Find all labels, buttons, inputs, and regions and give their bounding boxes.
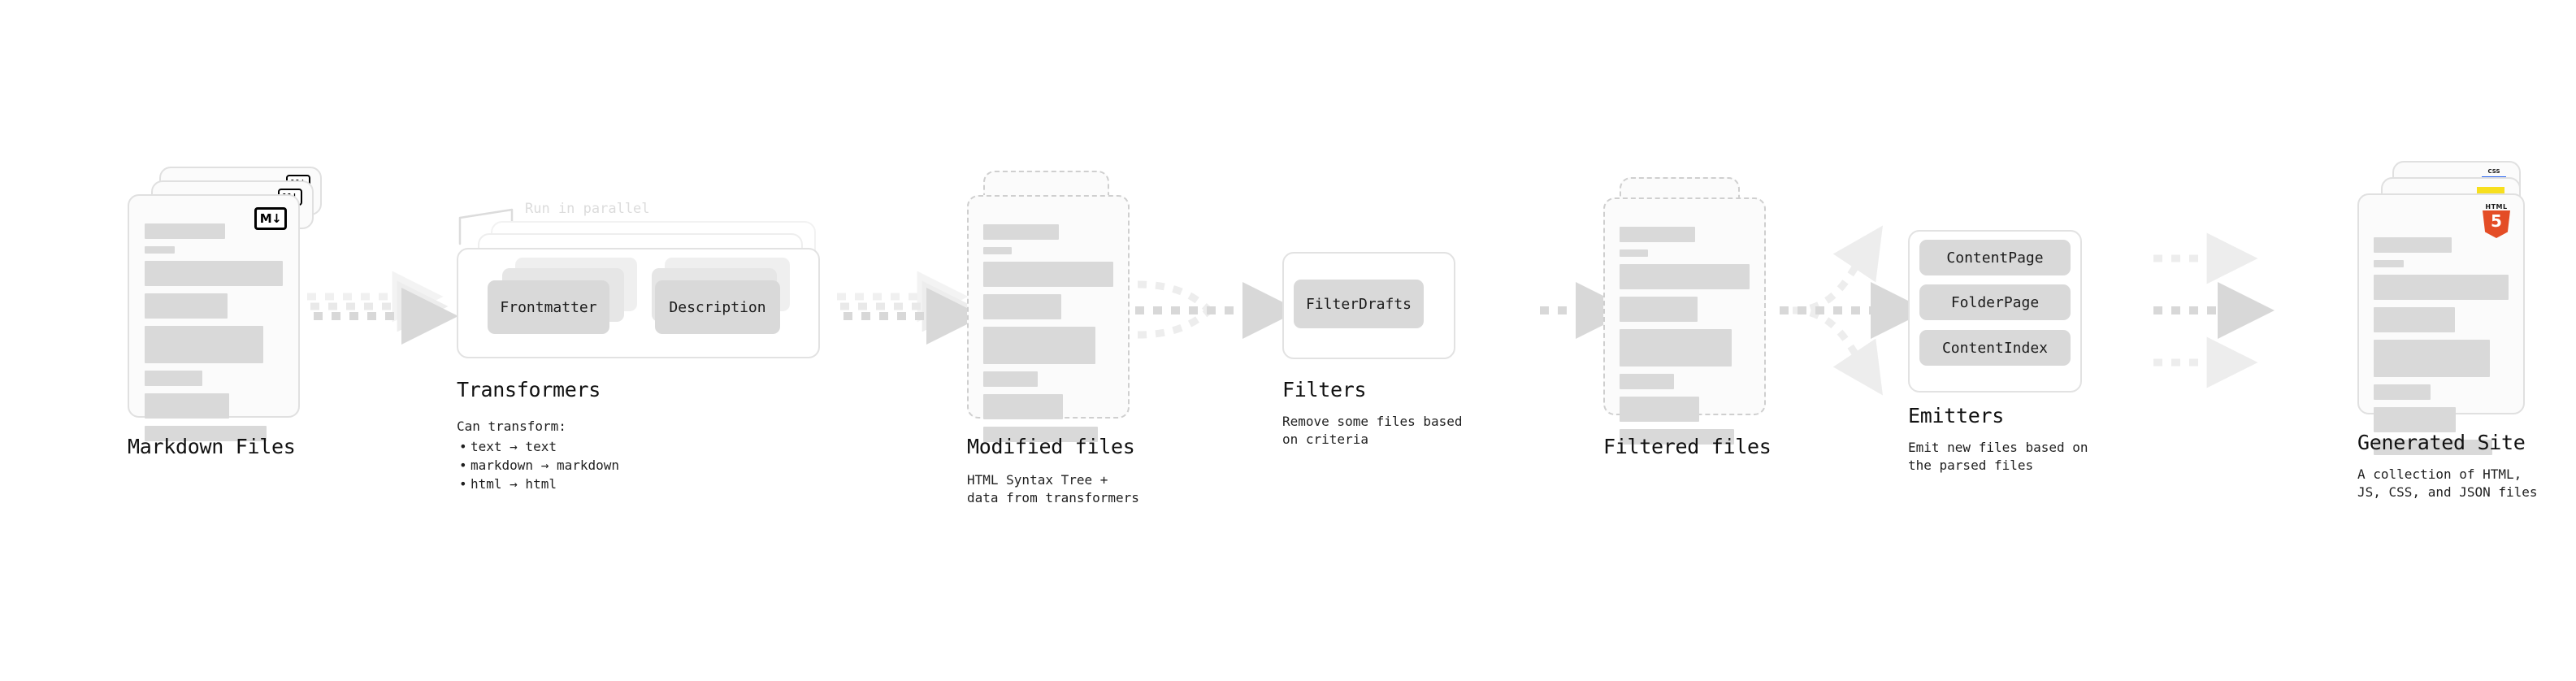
plugin-chip-contentpage[interactable]: ContentPage: [1919, 240, 2071, 275]
content-line: [2374, 275, 2509, 300]
filters-title: Filters: [1282, 378, 1367, 401]
content-line: [144, 223, 225, 239]
content-line: [2374, 340, 2490, 377]
arrow-emitters-to-site: [2153, 232, 2275, 388]
modified-files-title: Modified files: [967, 435, 1135, 458]
arrow-modified-to-filters: [1135, 280, 1299, 339]
file-content-lines: [144, 223, 284, 441]
modified-files-description: HTML Syntax Tree + data from transformer…: [967, 472, 1139, 505]
plugin-chip-description[interactable]: Description: [655, 280, 780, 334]
content-line: [982, 427, 1099, 442]
content-line: [2374, 440, 2492, 455]
arrow-markdown-to-transformers: [307, 271, 458, 345]
content-line: [2374, 384, 2431, 400]
content-line: [982, 394, 1063, 419]
plugin-chip-frontmatter[interactable]: Frontmatter: [488, 280, 609, 334]
generated-file-card-html: HTML 5: [2357, 193, 2525, 455]
content-line: [982, 247, 1012, 254]
content-line: [144, 393, 229, 419]
transformers-title: Transformers: [457, 378, 601, 401]
markdown-files-title: Markdown Files: [128, 435, 296, 458]
content-line: [982, 327, 1095, 364]
list-item: markdown → markdown: [459, 456, 619, 475]
html5-icon: HTML 5: [2481, 203, 2512, 239]
transformers-bullet-list: text → text markdown → markdown html → h…: [457, 437, 619, 493]
content-line: [1619, 329, 1732, 367]
content-line: [1619, 249, 1648, 257]
filtered-files-title: Filtered files: [1603, 435, 1772, 458]
run-in-parallel-label: Run in parallel: [525, 201, 650, 217]
filtered-file-card-front: [1603, 197, 1766, 445]
html5-badge-shield: 5: [2483, 210, 2510, 238]
content-line: [1619, 429, 1735, 445]
generated-site-description: A collection of HTML, JS, CSS, and JSON …: [2357, 466, 2538, 500]
arrow-filtered-to-emitters: [1780, 225, 1928, 396]
plugin-chip-filterdrafts[interactable]: FilterDrafts: [1294, 280, 1424, 328]
content-line: [1619, 264, 1750, 289]
content-line: [1619, 397, 1699, 422]
markdown-icon: M↓: [254, 207, 287, 230]
filters-description: Remove some files based on criteria: [1282, 414, 1463, 447]
transformers-bullets-head: Can transform:: [457, 419, 566, 434]
content-line: [1619, 297, 1698, 322]
content-line: [2374, 237, 2452, 253]
plugin-chip-folderpage[interactable]: FolderPage: [1919, 284, 2071, 320]
content-line: [2374, 407, 2457, 432]
content-line: [982, 224, 1059, 240]
file-content-lines: [2374, 237, 2509, 455]
content-line: [2374, 260, 2404, 267]
content-line: [144, 293, 228, 319]
content-line: [1619, 374, 1675, 389]
file-content-lines: [982, 224, 1114, 442]
emitters-title: Emitters: [1908, 404, 2005, 427]
modified-file-card-front: [967, 195, 1130, 442]
content-line: [982, 371, 1039, 387]
markdown-file-card-front: M↓: [128, 194, 300, 441]
css-badge-label: CSS: [2487, 168, 2500, 175]
plugin-chip-contentindex[interactable]: ContentIndex: [1919, 330, 2071, 366]
emitters-description: Emit new files based on the parsed files: [1908, 440, 2088, 473]
content-line: [982, 294, 1062, 319]
content-line: [144, 326, 264, 363]
arrow-transformers-to-modified: [837, 271, 983, 345]
content-line: [144, 426, 267, 441]
content-line: [144, 246, 176, 254]
list-item: html → html: [459, 475, 619, 493]
content-line: [1619, 227, 1695, 242]
content-line: [982, 262, 1114, 287]
list-item: text → text: [459, 437, 619, 456]
generated-site-title: Generated Site: [2357, 431, 2526, 454]
content-line: [144, 371, 203, 386]
content-line: [144, 261, 284, 286]
html5-badge-label: HTML: [2485, 203, 2508, 210]
file-content-lines: [1619, 227, 1750, 445]
transformers-capabilities: Can transform: text → text markdown → ma…: [457, 417, 619, 493]
content-line: [2374, 307, 2455, 332]
